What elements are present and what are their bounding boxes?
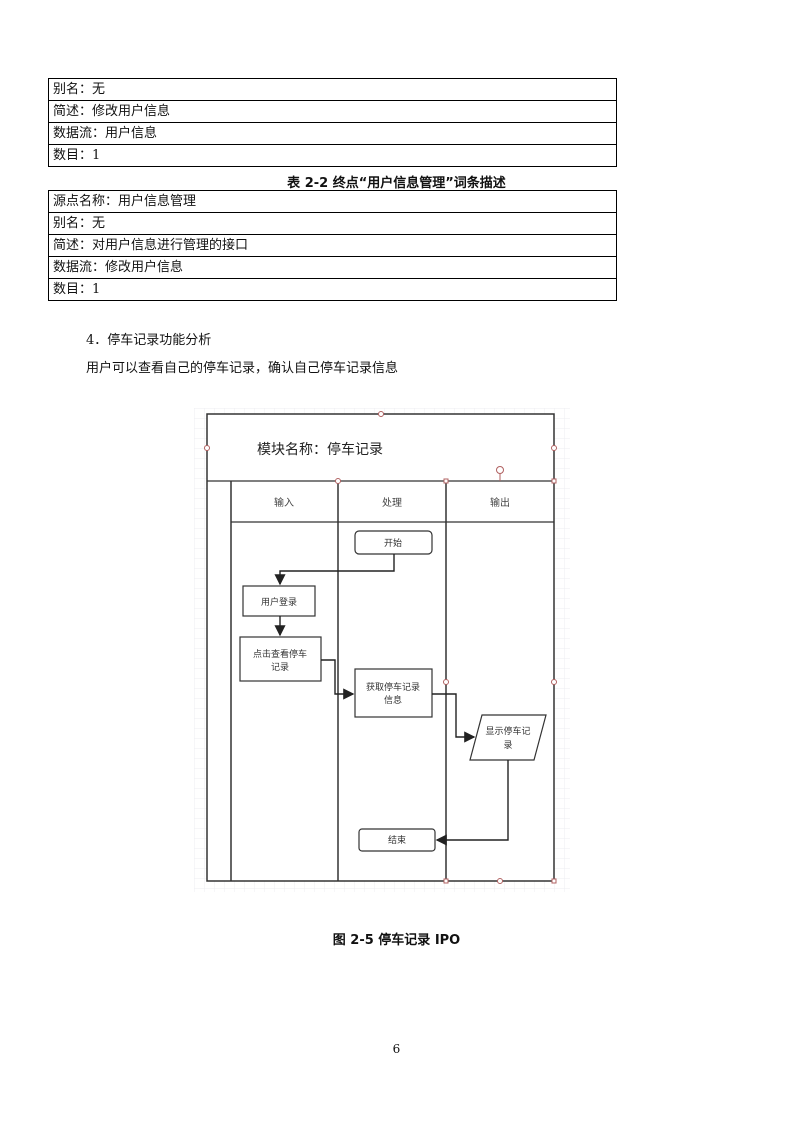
end-node-label: 结束 [388, 834, 406, 846]
section-heading: 4．停车记录功能分析 [86, 333, 212, 348]
end-node [358, 828, 436, 852]
click-view-node-label-1: 点击查看停车 [253, 648, 307, 660]
fetch-record-node [354, 668, 433, 718]
table-row: 数据流：用户信息 [48, 122, 617, 145]
figure-caption: 图 2-5 停车记录 IPO [332, 933, 461, 948]
table-row: 简述：对用户信息进行管理的接口 [48, 234, 617, 257]
lane-output-label: 输出 [490, 496, 510, 509]
table-row: 别名：无 [48, 212, 617, 235]
login-node-label: 用户登录 [261, 596, 297, 608]
table-row: 源点名称：用户信息管理 [48, 190, 617, 213]
click-view-node [239, 636, 322, 682]
lane-process-label: 处理 [382, 497, 402, 509]
section-body: 用户可以查看自己的停车记录，确认自己停车记录信息 [86, 361, 399, 376]
table-entry-2: 源点名称：用户信息管理 别名：无 简述：对用户信息进行管理的接口 数据流：修改用… [48, 190, 617, 301]
display-record-node [469, 714, 547, 761]
table-caption: 表 2-2 终点“用户信息管理”词条描述 [287, 176, 506, 191]
table-row: 简述：修改用户信息 [48, 100, 617, 123]
table-row: 数据流：修改用户信息 [48, 256, 617, 279]
table-row: 数目：1 [48, 144, 617, 167]
display-record-node-label-1: 显示停车记 [485, 725, 530, 737]
module-title: 模块名称：停车记录 [257, 441, 383, 458]
display-record-node-label-2: 录 [503, 740, 512, 751]
fetch-record-node-label-1: 获取停车记录 [366, 681, 420, 693]
lane-input-label: 输入 [274, 496, 294, 509]
ipo-flowchart: 模块名称：停车记录 输入 处理 输出 开始 用户登录 点击查看停车 记录 获取停… [194, 408, 570, 892]
click-view-node-label-2: 记录 [271, 662, 289, 673]
page-number: 6 [392, 1042, 401, 1056]
start-node-label: 开始 [384, 537, 402, 549]
selection-handles [204, 411, 557, 884]
login-node [242, 585, 316, 617]
table-row: 数目：1 [48, 278, 617, 301]
flow-connectors [274, 554, 509, 846]
table-entry-1: 别名：无 简述：修改用户信息 数据流：用户信息 数目：1 [48, 78, 617, 167]
table-row: 别名：无 [48, 78, 617, 101]
fetch-record-node-label-2: 信息 [384, 694, 402, 706]
